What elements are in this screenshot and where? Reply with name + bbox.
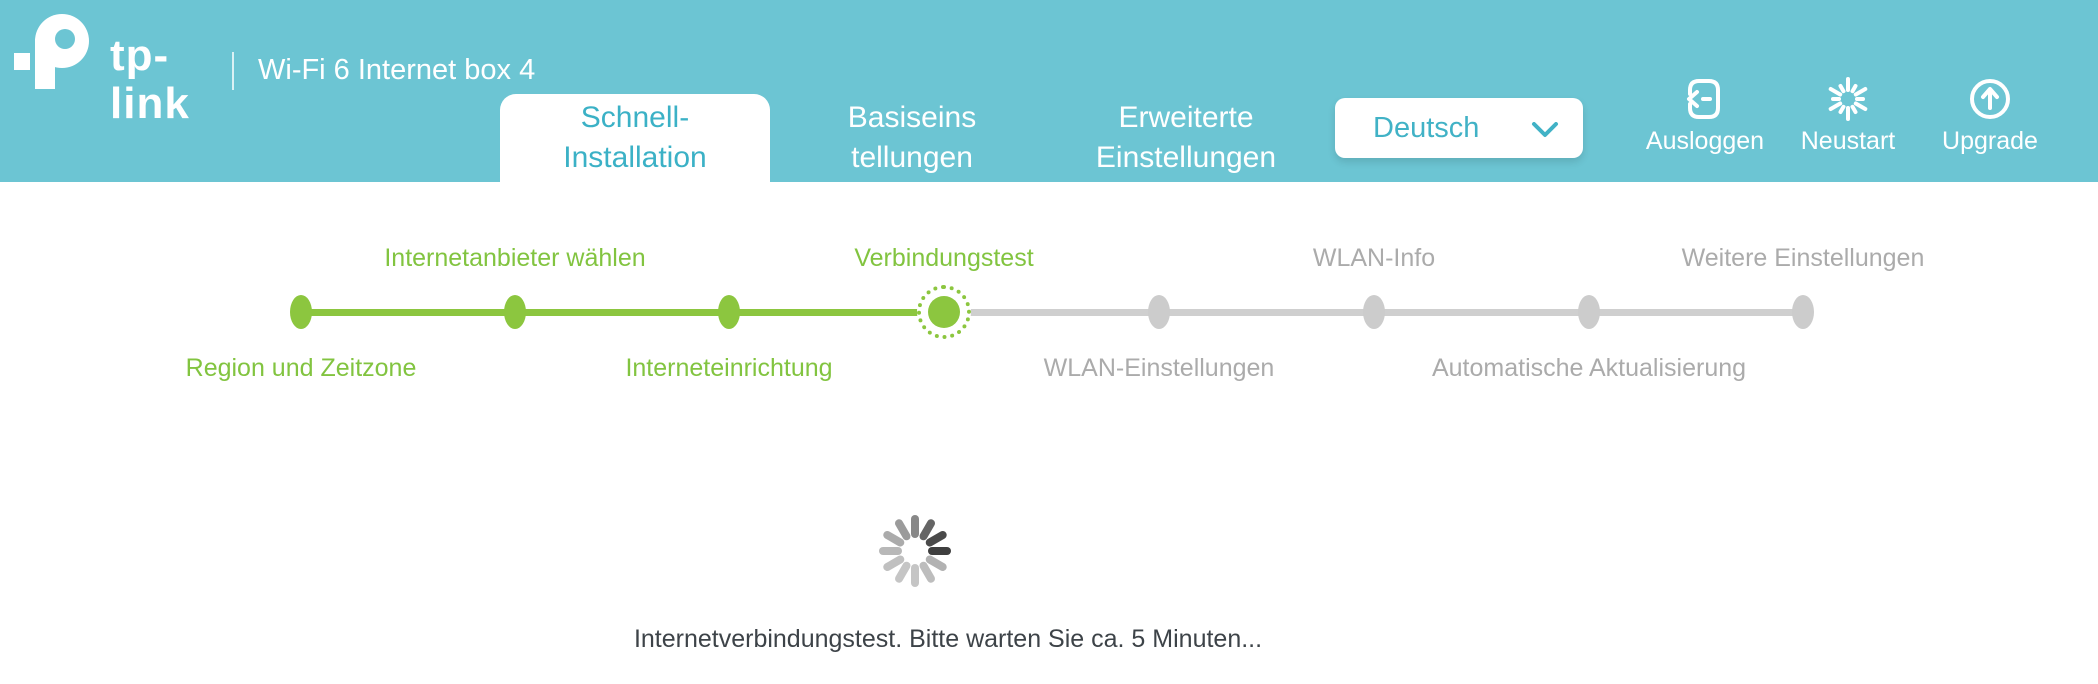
tab-label-line: tellungen [851,141,973,174]
tab-label-line: Einstellungen [1095,141,1277,174]
chevron-down-icon [1532,122,1558,137]
spinner-blade [928,547,951,555]
restart-icon [1828,77,1868,121]
tab-label-line: Basiseins [847,101,977,134]
step-dot-4-current [928,296,960,328]
tab-schnell-installation[interactable]: Schnell- Installation [500,94,770,182]
upgrade-icon [1970,79,2010,119]
tab-label-line: Schnell- [580,101,690,134]
step-dot-5 [1148,295,1170,329]
step-label-wlan-einstellungen: WLAN-Einstellungen [1043,354,1275,382]
tp-link-logo: tp-link [14,6,214,128]
step-dot-4-current-ring [917,285,971,339]
setup-wizard-stepper: Region und Zeitzone Internetanbieter wäh… [0,182,2098,422]
header-bar: tp-link Wi-Fi 6 Internet box 4 Schnell- … [0,0,2098,182]
upgrade-button[interactable]: Upgrade [1905,76,2075,156]
language-dropdown[interactable]: Deutsch [1335,98,1583,158]
spinner-blade [911,564,919,587]
stepper-progress [301,309,944,316]
step-label-region-zeitzone: Region und Zeitzone [185,354,417,382]
restart-label: Neustart [1800,127,1896,155]
step-label-auto-aktualisierung: Automatische Aktualisierung [1431,354,1747,382]
logout-button[interactable]: Ausloggen [1620,76,1790,156]
tab-label-line: Erweiterte [1118,101,1254,134]
tab-basiseinstellungen[interactable]: Basiseins tellungen [777,94,1047,182]
tp-link-logo-icon [14,14,89,89]
loading-spinner-icon [877,513,953,589]
loading-message: Internetverbindungstest. Bitte warten Si… [633,625,1263,653]
spinner-blade [879,547,902,555]
spinner-blade [911,515,919,538]
step-dot-2 [504,295,526,329]
step-dot-7 [1578,295,1600,329]
step-label-verbindungstest: Verbindungstest [854,244,1034,272]
stepper-track [301,309,1803,316]
language-dropdown-value: Deutsch [1373,112,1480,144]
step-dot-3 [718,295,740,329]
step-dot-1 [290,295,312,329]
brand-wordmark: tp-link [110,31,190,128]
step-label-interneteinrichtung: Interneteinrichtung [625,354,833,382]
logout-label: Ausloggen [1645,127,1765,155]
upgrade-label: Upgrade [1942,127,2038,155]
step-dot-8 [1792,295,1814,329]
tab-erweiterte-einstellungen[interactable]: Erweiterte Einstellungen [1051,94,1321,182]
step-label-weitere-einstellungen: Weitere Einstellungen [1681,244,1925,272]
restart-button[interactable]: Neustart [1763,76,1933,156]
step-label-internetanbieter: Internetanbieter wählen [384,244,646,272]
logout-icon [1687,79,1720,119]
tab-label-line: Installation [563,141,707,174]
step-label-wlan-info: WLAN-Info [1312,244,1436,272]
brand-separator [232,52,234,90]
device-title: Wi-Fi 6 Internet box 4 [258,54,536,86]
step-dot-6 [1363,295,1385,329]
